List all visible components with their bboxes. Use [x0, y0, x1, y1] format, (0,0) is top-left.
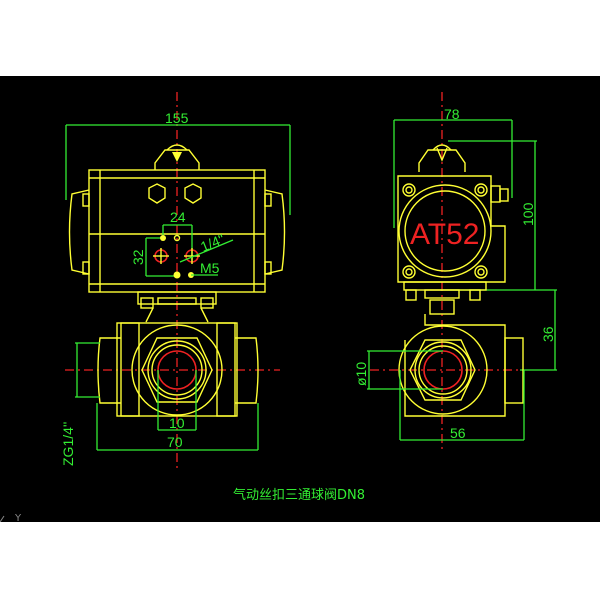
side-actuator-body: AT52: [397, 175, 509, 283]
drawing-title: 气动丝扣三通球阀DN8: [233, 487, 365, 503]
namur-ports: 24 32 1/4" M5: [130, 209, 234, 279]
valve-body: [97, 322, 259, 417]
svg-text:24: 24: [170, 209, 186, 225]
side-mounting-bracket: [403, 281, 487, 315]
side-valve-body: [398, 314, 524, 417]
svg-text:ø10: ø10: [353, 362, 369, 386]
side-bottom-dims: ø10 56: [353, 350, 525, 441]
actuator-model-label: AT52: [410, 218, 479, 251]
svg-text:36: 36: [540, 326, 556, 342]
dim-actuator-height: 100: [440, 140, 557, 291]
hex-nut-left: [148, 183, 166, 204]
position-indicator: [154, 144, 200, 170]
svg-text:10: 10: [169, 415, 185, 431]
svg-text:56: 56: [450, 425, 466, 441]
svg-text:M5: M5: [200, 260, 220, 276]
dim-overall-width: 155: [65, 110, 291, 215]
actuator-body: [68, 169, 286, 293]
front-bottom-dims: 10 70 ZG1/4'': [60, 342, 259, 466]
dim-actuator-width: 78: [393, 106, 513, 228]
hex-nut-right: [184, 183, 202, 204]
svg-text:ZG1/4'': ZG1/4'': [60, 422, 76, 466]
svg-text:78: 78: [444, 106, 460, 122]
svg-text:70: 70: [167, 434, 183, 450]
svg-text:155: 155: [165, 110, 189, 126]
svg-text:32: 32: [130, 249, 146, 265]
ucs-icon: Y: [0, 513, 22, 522]
svg-text:100: 100: [520, 202, 536, 226]
side-position-indicator: [418, 144, 466, 172]
cad-drawing-canvas: 155: [0, 76, 600, 522]
dim-center-height: 36: [520, 290, 557, 371]
mounting-bracket: [137, 291, 217, 323]
front-view: 155: [60, 92, 291, 468]
drawing-svg: 155: [0, 92, 557, 522]
svg-text:Y: Y: [14, 513, 22, 522]
side-view: 78 100 36: [353, 92, 557, 450]
